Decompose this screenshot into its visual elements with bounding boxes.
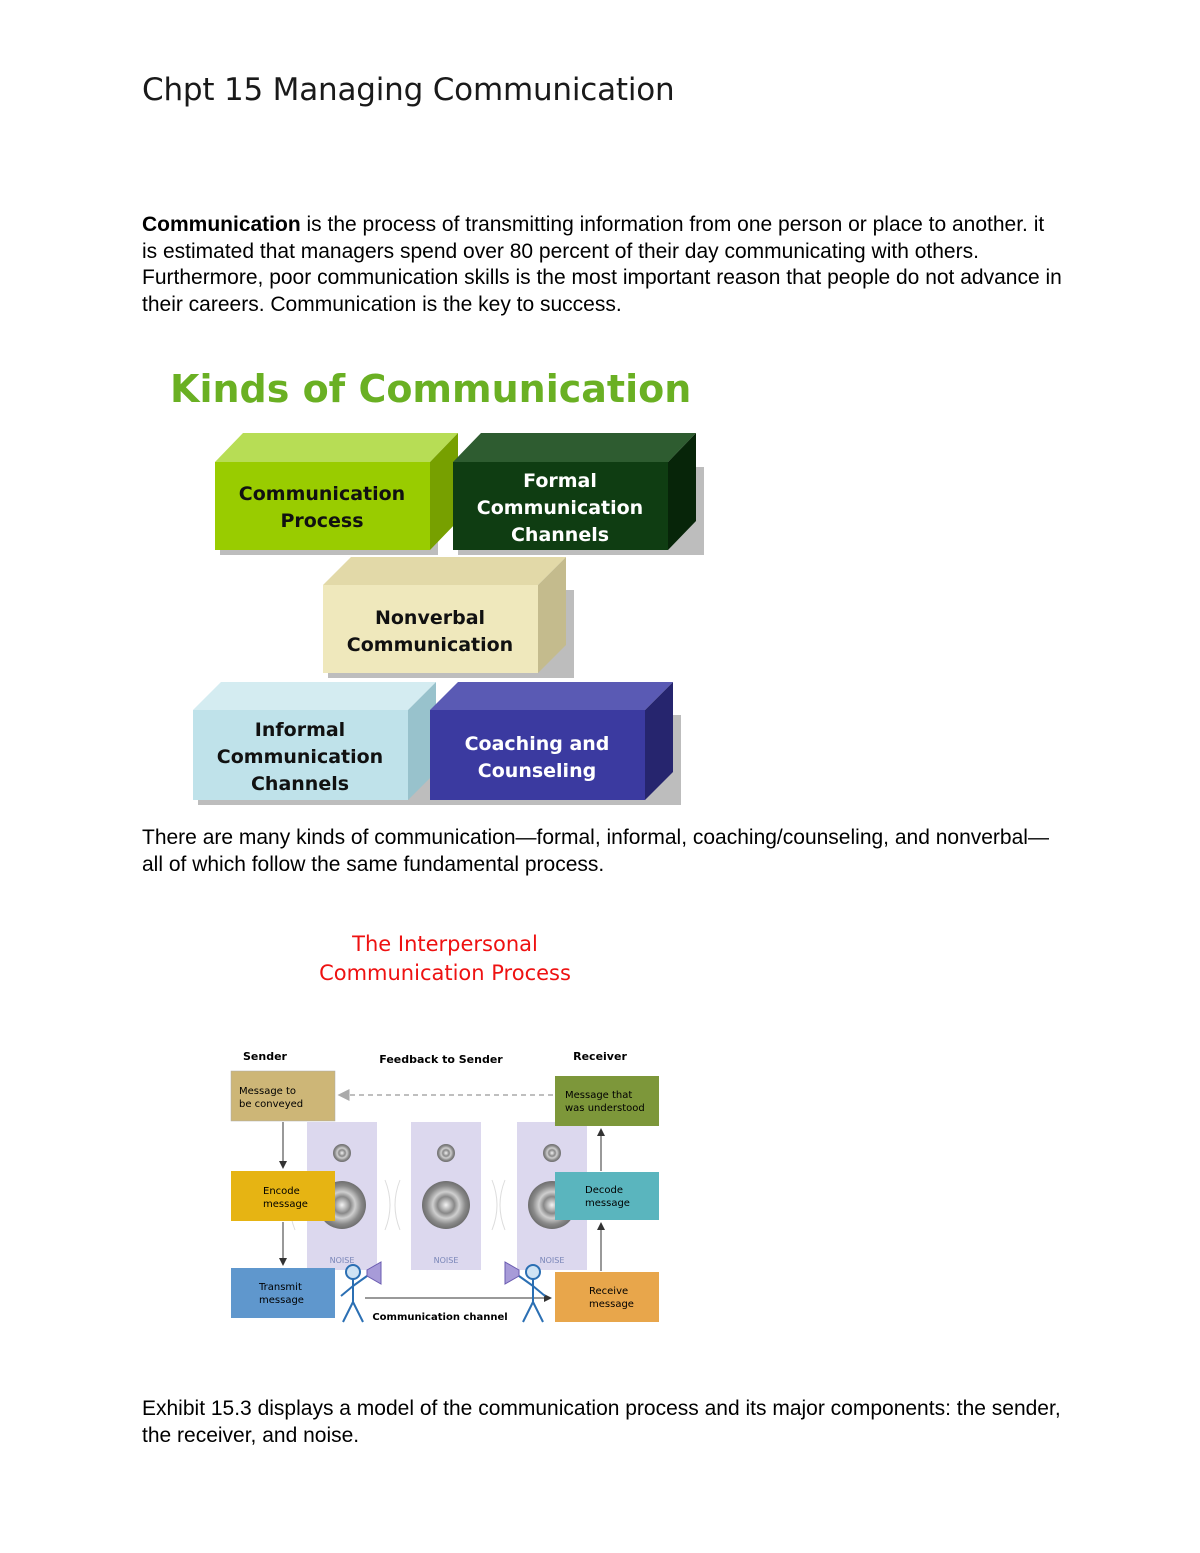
page-title: Chpt 15 Managing Communication (142, 72, 675, 108)
intro-term: Communication (142, 213, 301, 236)
channel-label: Communication channel (372, 1312, 507, 1323)
box-communication-process: Communication Process (215, 433, 458, 555)
box-decode-line1: Decode (585, 1185, 623, 1196)
process-figure-title: The Interpersonal Communication Process (319, 932, 571, 985)
box-informal-channels: Informal Communication Channels (193, 682, 444, 805)
box-decode: Decode message (555, 1172, 659, 1220)
receiver-label: Receiver (573, 1050, 627, 1063)
exhibit-paragraph: Exhibit 15.3 displays a model of the com… (142, 1397, 1061, 1447)
box-encode-line2: message (263, 1199, 308, 1210)
sender-label: Sender (243, 1050, 288, 1063)
box-message-to-convey: Message to be conveyed (230, 1070, 336, 1122)
noise-label-center: NOISE (434, 1256, 459, 1265)
process-title-line2: Communication Process (319, 961, 571, 985)
box-informal-channels-line3: Channels (251, 773, 349, 795)
receiver-figure-icon (504, 1261, 546, 1323)
kinds-of-communication-figure: Kinds of Communication Communication Pro… (170, 367, 704, 805)
communication-process-diagram: Sender Feedback to Sender Receiver NOISE… (230, 1050, 659, 1323)
box-formal-channels-line1: Formal (523, 470, 597, 492)
box-encode-line1: Encode (263, 1186, 300, 1197)
sender-figure-icon (340, 1261, 382, 1323)
box-informal-channels-line2: Communication (217, 746, 383, 768)
box-message-line2: be conveyed (239, 1099, 303, 1110)
box-decode-line2: message (585, 1198, 630, 1209)
noise-label-right: NOISE (540, 1256, 565, 1265)
box-receive-line2: message (589, 1299, 634, 1310)
box-nonverbal-line1: Nonverbal (375, 607, 485, 629)
intro-text: is the process of transmitting informati… (142, 213, 1062, 316)
noise-label-left: NOISE (330, 1256, 355, 1265)
box-coaching-counseling-line2: Counseling (478, 760, 596, 782)
box-communication-process-line2: Process (280, 510, 363, 532)
box-transmit: Transmit message (231, 1268, 335, 1318)
box-transmit-line2: message (259, 1295, 304, 1306)
noise-panel-center: NOISE (394, 1122, 498, 1270)
box-coaching-counseling-line1: Coaching and (465, 733, 610, 755)
box-nonverbal: Nonverbal Communication (323, 557, 574, 678)
box-understood-line1: Message that (565, 1090, 632, 1101)
box-formal-channels-line2: Communication (477, 497, 643, 519)
box-formal-channels: Formal Communication Channels (453, 433, 704, 555)
box-nonverbal-line2: Communication (347, 634, 513, 656)
box-communication-process-line1: Communication (239, 483, 405, 505)
intro-paragraph: Communication is the process of transmit… (142, 212, 1062, 318)
box-receive-line1: Receive (589, 1286, 628, 1297)
box-encode: Encode message (231, 1171, 335, 1221)
box-receive: Receive message (555, 1272, 659, 1322)
box-understood: Message that was understood (555, 1076, 659, 1126)
box-message-line1: Message to (239, 1086, 296, 1097)
box-transmit-line1: Transmit (258, 1282, 302, 1293)
kinds-figure-title: Kinds of Communication (170, 367, 691, 411)
box-understood-line2: was understood (565, 1103, 645, 1114)
box-coaching-counseling: Coaching and Counseling (430, 682, 681, 805)
box-informal-channels-line1: Informal (255, 719, 345, 741)
feedback-label: Feedback to Sender (379, 1053, 503, 1066)
process-title-line1: The Interpersonal (351, 932, 538, 956)
box-formal-channels-line3: Channels (511, 524, 609, 546)
kinds-paragraph: There are many kinds of communication—fo… (142, 826, 1049, 876)
